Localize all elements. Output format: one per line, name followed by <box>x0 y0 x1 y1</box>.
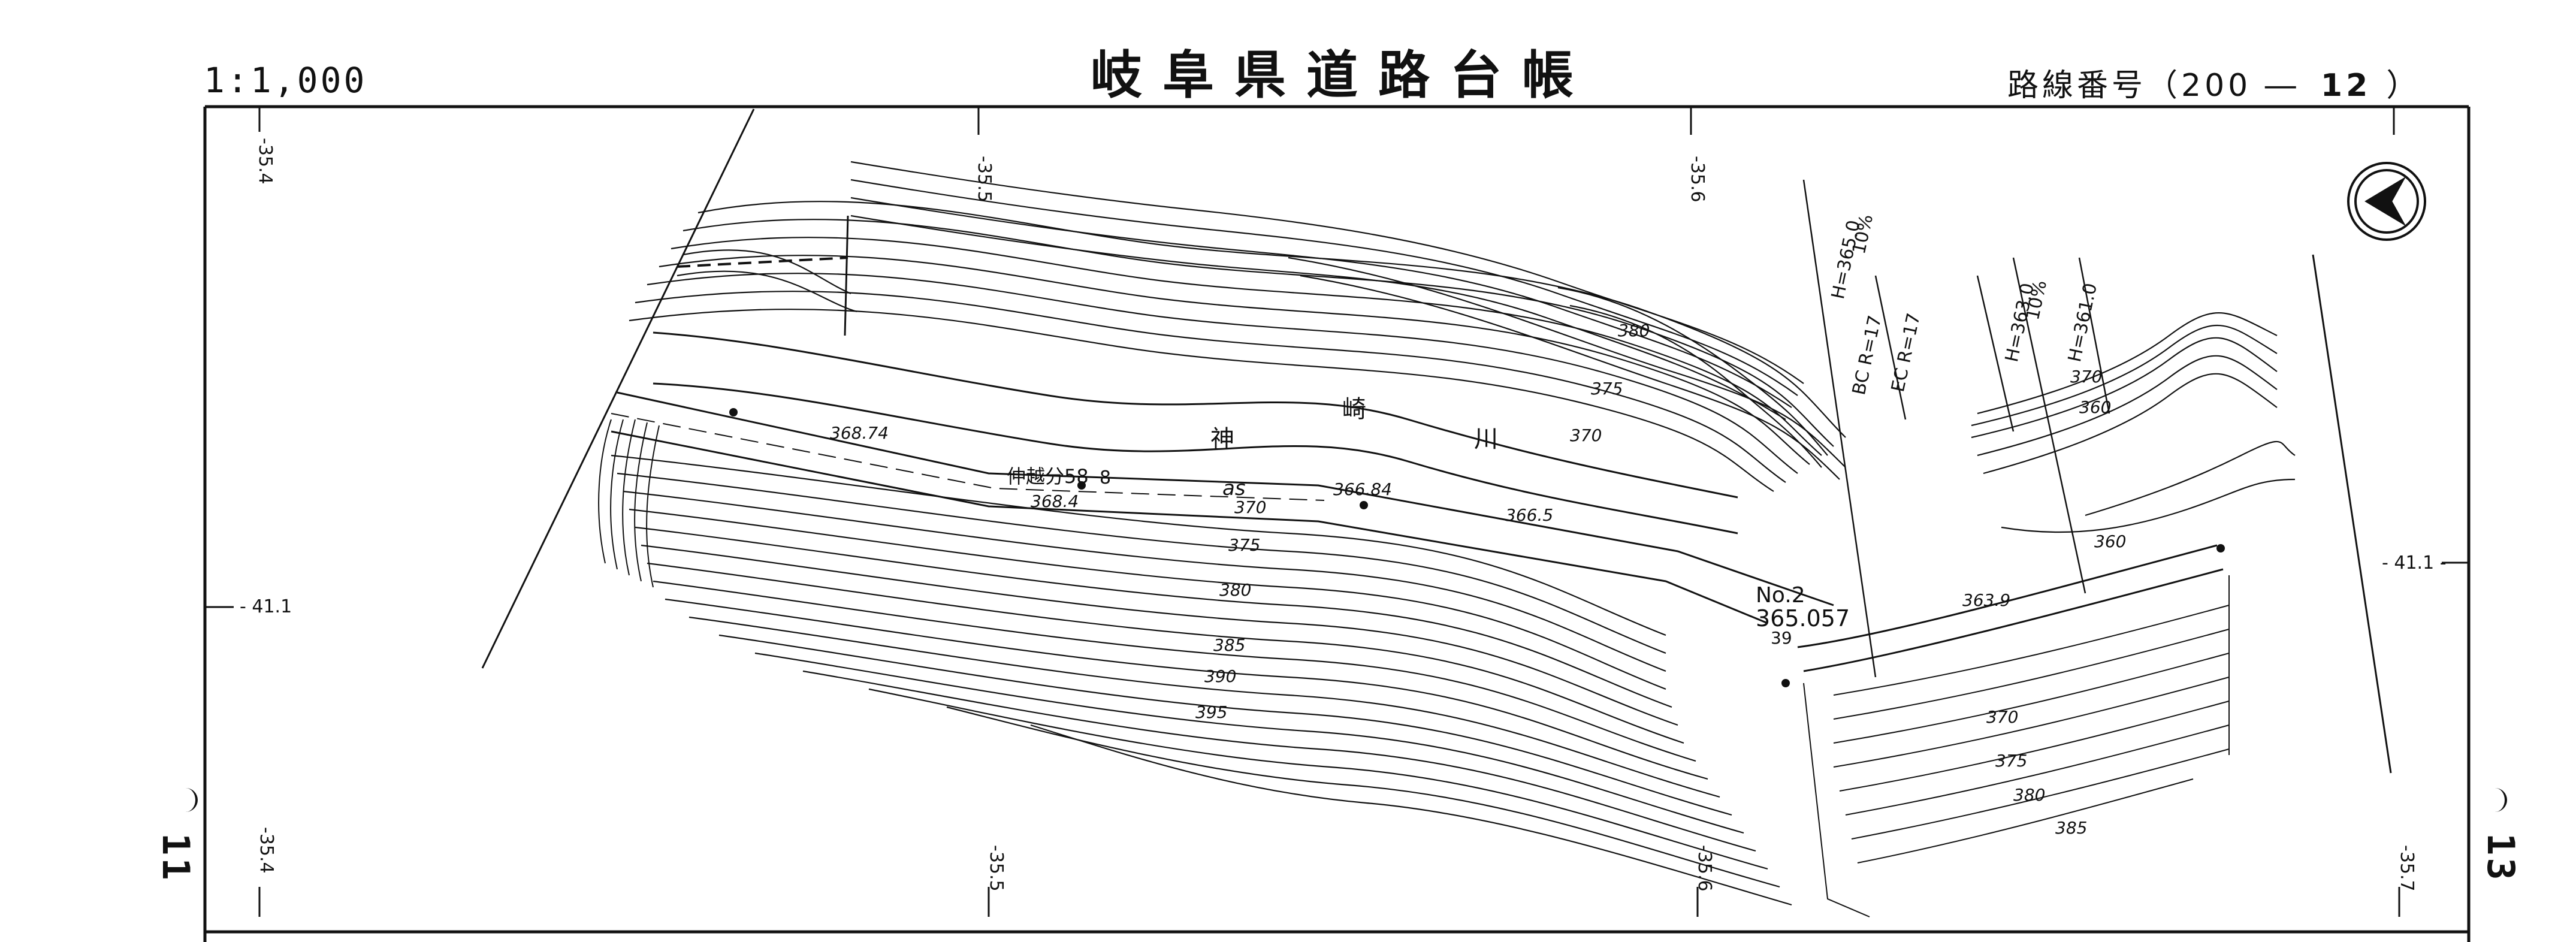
route-close: ） <box>2386 68 2421 104</box>
lower-contours <box>611 454 1792 906</box>
contour-375-lower-right: 375 <box>1995 751 2028 771</box>
contour-375-upper: 375 <box>1591 379 1623 398</box>
boundary-marker: 仲越分58 <box>1007 465 1089 488</box>
contour-385-lower: 385 <box>1213 635 1246 655</box>
boundary-number: 8 <box>1100 467 1112 488</box>
spot-elevation-1: 368.74 <box>830 423 889 443</box>
sheet-neighbor-left: 11 <box>154 833 198 883</box>
sheet-neighbor-left-paren <box>177 788 198 812</box>
contour-360-road: 360 <box>2094 532 2127 551</box>
sheet-neighbor-right: 13 <box>2479 833 2523 883</box>
spot-elevation-2: 368.4 <box>1031 491 1079 511</box>
river-name-1: 神 <box>1210 425 1234 453</box>
tick-left-41-1: - 41.1 <box>240 596 292 617</box>
tick-bottom-35-4: -35.4 <box>256 827 277 874</box>
contour-390-lower: 390 <box>1204 666 1237 686</box>
spot-elevation-4: 366.5 <box>1505 505 1554 525</box>
upper-right-contours <box>1971 312 2296 533</box>
river-name-2: 崎 <box>1342 395 1366 423</box>
left-slope-hatching <box>598 419 660 588</box>
lower-right-slope <box>1803 575 2230 917</box>
upper-contours <box>629 161 1846 492</box>
contour-380-lower-right: 380 <box>2013 785 2046 805</box>
contour-380-lower: 380 <box>1219 580 1252 600</box>
tick-top-35-4: -35.4 <box>255 138 276 185</box>
contour-370-lower: 370 <box>1234 497 1267 517</box>
route-prefix: 路線番号（200 ― <box>2007 68 2300 104</box>
contour-370-upper: 370 <box>1570 425 1602 445</box>
route-number-label: 路線番号（200 ― 12 ） <box>2007 60 2421 105</box>
contour-385-lower-right: 385 <box>2055 818 2088 838</box>
contour-370-lower-right: 370 <box>1986 707 2019 727</box>
station-number: No.2 <box>1756 583 1805 608</box>
tick-right-41-1: - 41.1 - <box>2382 552 2447 573</box>
spot-elevation-3: 366.84 <box>1333 479 1392 499</box>
dashed-trail <box>677 256 848 268</box>
contour-380-upper: 380 <box>1618 321 1650 340</box>
station-sub: 39 <box>1771 628 1792 648</box>
sheet-frame <box>203 105 2471 942</box>
river-name-3: 川 <box>1474 425 1498 453</box>
tick-top-35-5: -35.5 <box>974 156 995 203</box>
contour-395-lower: 395 <box>1195 702 1228 722</box>
tick-bottom-35-5: -35.5 <box>986 845 1007 892</box>
tick-bottom-35-7: -35.7 <box>2396 845 2417 892</box>
grid-ticks <box>205 108 2469 917</box>
map-boundary <box>481 108 2392 774</box>
road <box>611 391 2224 672</box>
spot-dots <box>729 408 2225 687</box>
sheet-neighbor-right-paren <box>2487 788 2507 812</box>
spot-elevation-5: 363.9 <box>1962 590 2011 610</box>
station-elevation: 365.057 <box>1756 605 1850 632</box>
contour-360-right: 360 <box>2079 397 2112 417</box>
page-title: 岐阜県道路台帳 <box>1091 46 1594 105</box>
tick-top-35-6: -35.6 <box>1687 156 1708 203</box>
contour-370-right: 370 <box>2070 367 2103 387</box>
scale-label: 1:1,000 <box>204 60 367 101</box>
road-mark: as <box>1222 476 1246 500</box>
river <box>653 331 1738 535</box>
contour-375-lower: 375 <box>1228 535 1261 555</box>
alignment-lines <box>1802 179 2110 678</box>
north-arrow-icon <box>2347 162 2426 241</box>
route-number: 12 <box>2320 68 2372 104</box>
tick-bottom-35-6: -35.6 <box>1694 845 1715 892</box>
